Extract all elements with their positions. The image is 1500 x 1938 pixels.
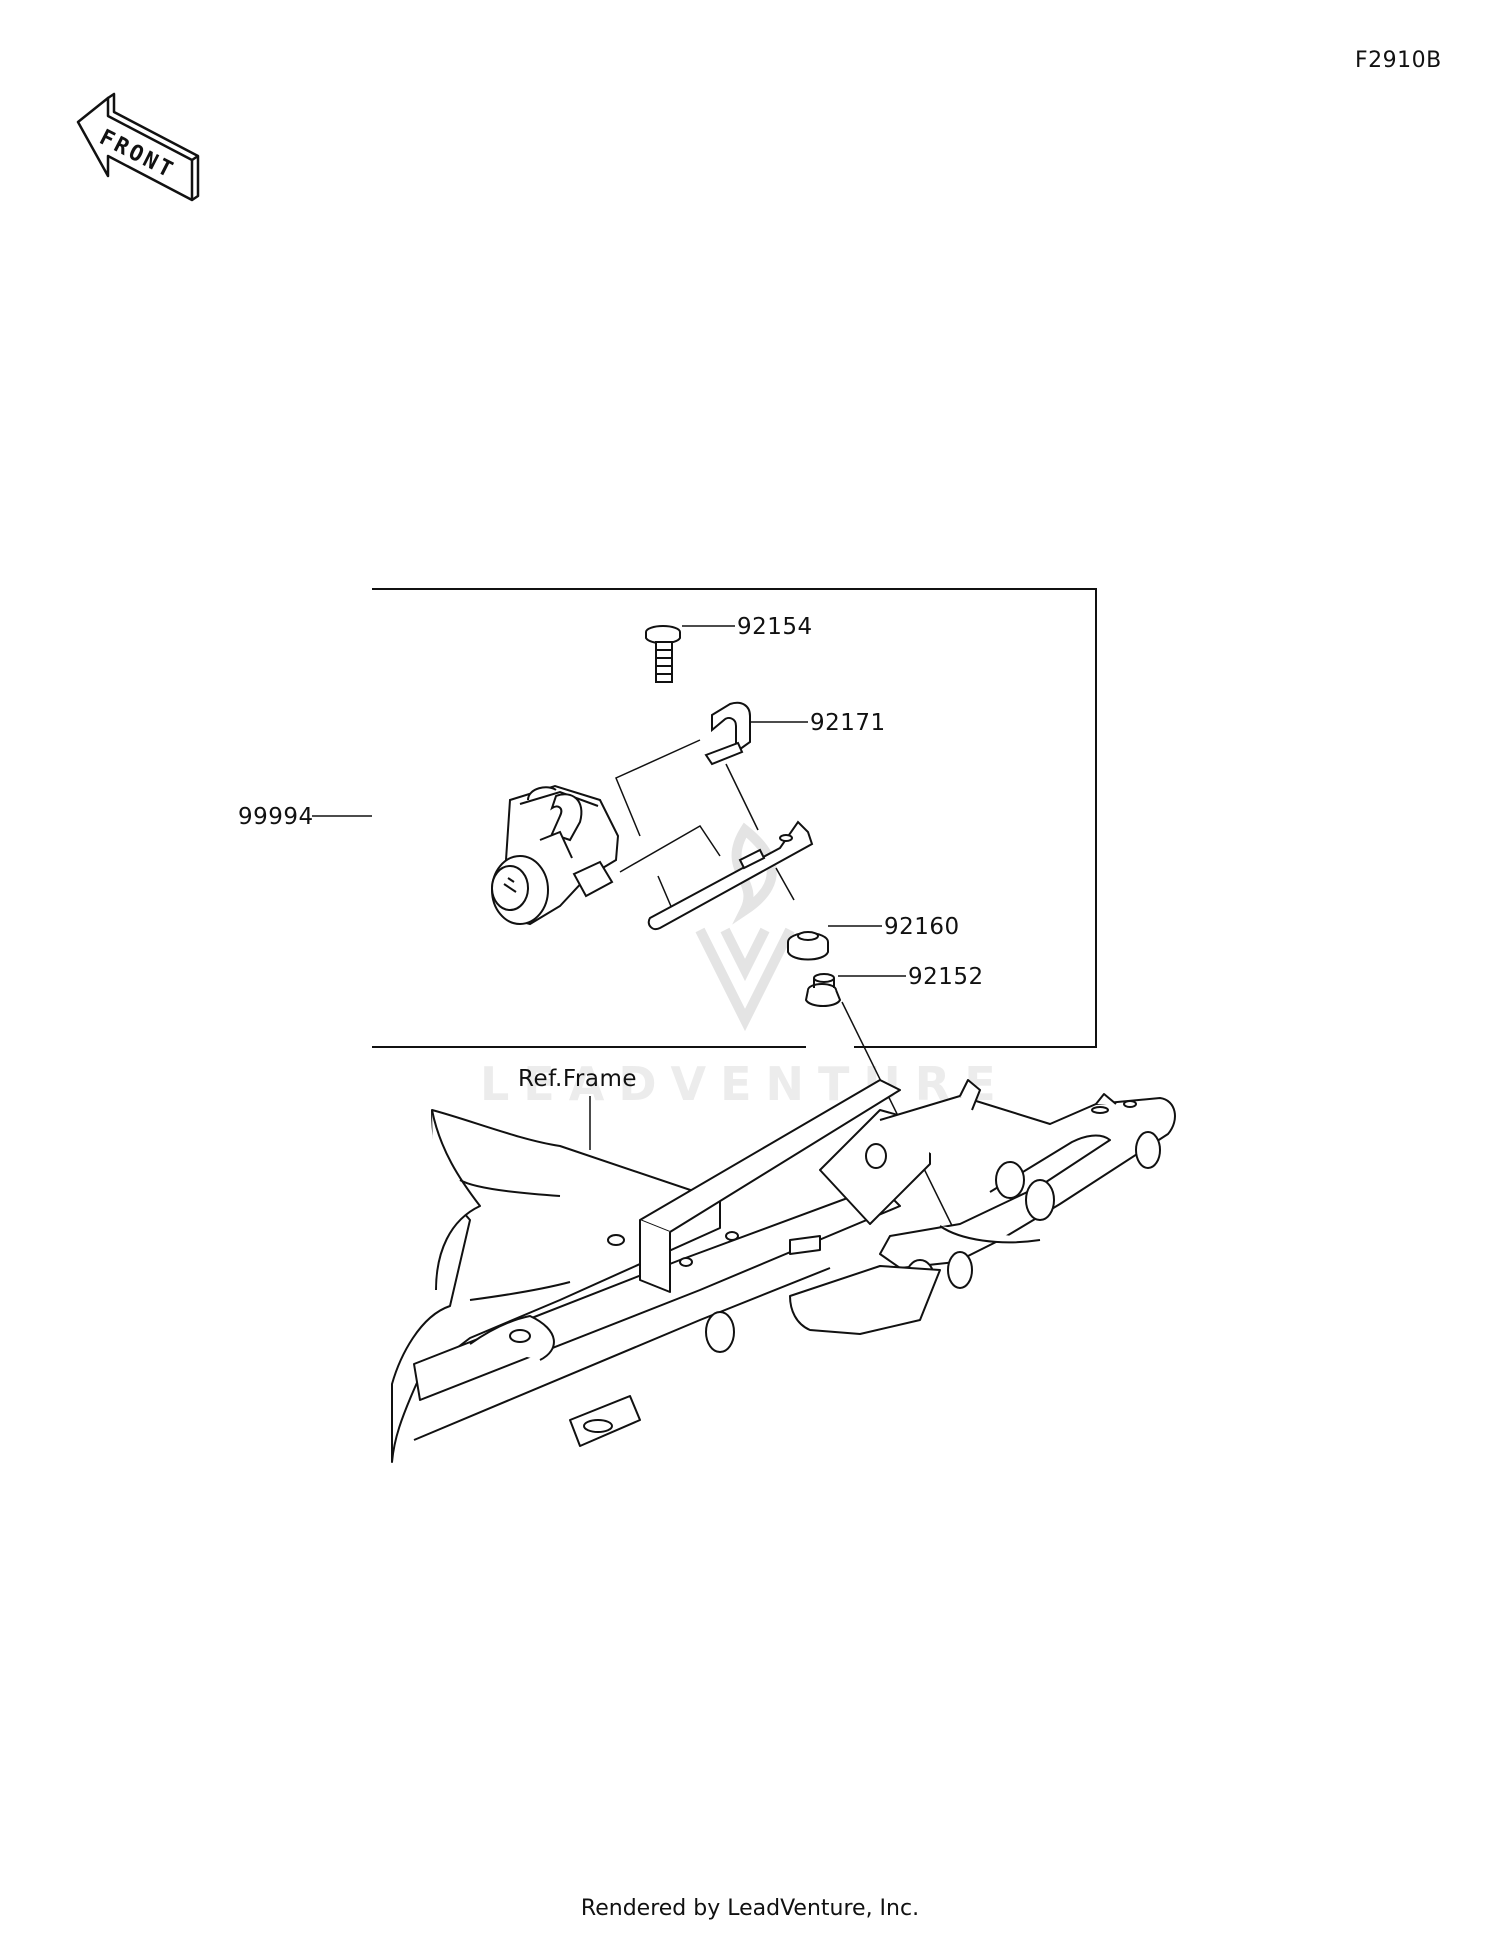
bolt-icon (645, 625, 681, 683)
part-label-92171: 92171 (810, 710, 886, 736)
part-label-92152: 92152 (908, 964, 984, 990)
figure-code: F2910B (1355, 48, 1442, 73)
footer-credit: Rendered by LeadVenture, Inc. (580, 1896, 920, 1921)
kit-box-outline (372, 588, 1097, 1048)
watermark-text: LEADVENTURE (480, 1057, 1010, 1111)
collar-icon (804, 973, 842, 1007)
grommet-icon (787, 931, 829, 961)
bracket-plate-icon (647, 820, 814, 930)
clip-icon (704, 701, 751, 766)
part-label-92154: 92154 (737, 614, 813, 640)
ignition-switch-icon (491, 784, 620, 926)
part-label-99994: 99994 (238, 804, 314, 830)
watermark-mark-icon (695, 822, 795, 1032)
rear-frame-drawing (391, 1079, 1176, 1463)
front-direction-arrow-icon (76, 92, 200, 202)
reference-frame-label: Ref.Frame (518, 1066, 637, 1092)
part-label-92160: 92160 (884, 914, 960, 940)
